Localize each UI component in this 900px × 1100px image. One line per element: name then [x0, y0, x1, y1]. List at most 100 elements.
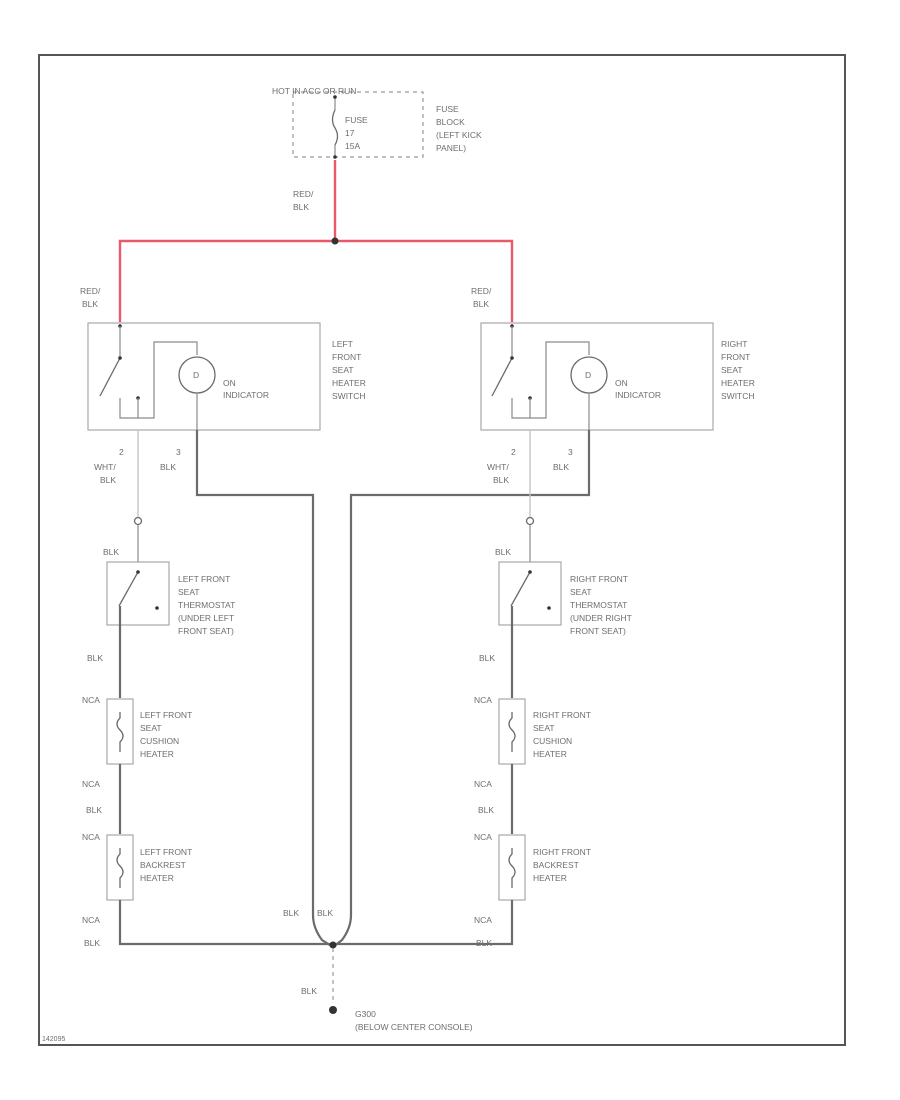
right-switch-name-line: HEATER: [721, 378, 755, 388]
left-thermostat-input-color: BLK: [103, 547, 119, 557]
ground-wire-color: BLK: [301, 986, 317, 996]
left-thermostat-name-line: LEFT FRONT: [178, 574, 230, 584]
right-indicator-glyph: D: [585, 370, 591, 380]
left-cushion-to-backrest-color: BLK: [86, 805, 102, 815]
right-thermostat-name-line: THERMOSTAT: [570, 600, 627, 610]
right-cushion-name-line: CUSHION: [533, 736, 572, 746]
left-heater-chain: WHT/ BLK BLK LEFT FRONT SEAT THERMOSTAT …: [82, 430, 333, 948]
right-backrest-heater-outline: [498, 834, 526, 901]
left-indicator-label-line: INDICATOR: [223, 390, 269, 400]
left-cushion-name-line: HEATER: [140, 749, 174, 759]
right-backrest-heater-element: [508, 848, 516, 888]
left-thermostat-feed-color-line: WHT/: [94, 462, 116, 472]
right-heater-ground-color: BLK: [476, 938, 492, 948]
left-pin3-wire-color: BLK: [160, 462, 176, 472]
right-thermostat-outline: [498, 561, 562, 626]
right-thermostat-name-line: RIGHT FRONT: [570, 574, 628, 584]
left-switch-pin-2: 2: [119, 447, 124, 457]
left-cushion-name-line: SEAT: [140, 723, 162, 733]
left-cushion-heater-outline: [106, 698, 134, 765]
left-heater-ground-wire: [118, 900, 333, 946]
diagram-frame: [38, 54, 846, 1046]
fuse-terminal-bottom: [333, 155, 337, 159]
right-switch-contact-point: [510, 356, 514, 360]
indicator-ground-wires: BLK BLK BLK BLK: [160, 430, 591, 948]
left-switch-contact-point: [118, 356, 122, 360]
ground-symbol: [329, 1006, 337, 1014]
fuse-block-outline: [292, 91, 424, 158]
fuse-block-name-line: BLOCK: [436, 117, 465, 127]
feed-wire-color-line: RED/: [293, 189, 314, 199]
right-switch-name-line: SEAT: [721, 365, 743, 375]
left-cushion-name-line: CUSHION: [140, 736, 179, 746]
right-thermostat-connector: [525, 516, 535, 526]
left-backrest-name-line: BACKREST: [140, 860, 186, 870]
left-switch-name-line: SEAT: [332, 365, 354, 375]
fuse-symbol: [331, 109, 339, 146]
right-cushion-out-connector-label: NCA: [474, 779, 492, 789]
right-cushion-to-backrest-color: BLK: [478, 805, 494, 815]
left-switch-name-line: FRONT: [332, 352, 361, 362]
fuse-block-name-line: (LEFT KICK: [436, 130, 482, 140]
left-switch-name-line: SWITCH: [332, 391, 366, 401]
left-switch-outline: [87, 322, 321, 431]
left-feed-color-line: BLK: [82, 299, 98, 309]
fuse-block: HOT IN ACC OR RUN FUSE 17 15A FUSE BLOCK…: [272, 86, 482, 159]
left-thermostat-output-color: BLK: [87, 653, 103, 663]
left-thermostat-contact: [118, 571, 139, 607]
right-ground-return-wire: [332, 430, 591, 948]
right-thermostat-output-color: BLK: [479, 653, 495, 663]
fuse-block-name-line: PANEL): [436, 143, 466, 153]
right-switch-name-line: RIGHT: [721, 339, 747, 349]
fuse-amperage: 15A: [345, 141, 360, 151]
right-backrest-name-line: HEATER: [533, 873, 567, 883]
left-backrest-connector-label: NCA: [82, 832, 100, 842]
right-thermostat-fixed-contact: [547, 606, 551, 610]
right-switch-outline: [480, 322, 714, 431]
left-indicator-glyph: D: [193, 370, 199, 380]
right-backrest-name-line: BACKREST: [533, 860, 579, 870]
left-thermostat-name-line: FRONT SEAT): [178, 626, 234, 636]
right-cushion-name-line: HEATER: [533, 749, 567, 759]
right-indicator-label-line: ON: [615, 378, 628, 388]
fuse-block-header: HOT IN ACC OR RUN: [272, 86, 356, 96]
right-thermostat-feed-color-line: BLK: [493, 475, 509, 485]
left-switch-internal: [119, 341, 198, 419]
right-cushion-name-line: SEAT: [533, 723, 555, 733]
left-seat-heater-switch: D ON INDICATOR LEFT FRONT SEAT HEATER SW…: [87, 322, 366, 457]
right-switch-pin-3: 3: [568, 447, 573, 457]
left-thermostat-feed-color-line: BLK: [100, 475, 116, 485]
left-thermostat-name-line: SEAT: [178, 587, 200, 597]
ground-splice: [329, 941, 337, 949]
right-thermostat-contact: [510, 571, 531, 607]
left-backrest-heater-element: [116, 848, 124, 888]
left-ground-return-wire: [195, 430, 334, 948]
right-feed-color-line: BLK: [473, 299, 489, 309]
right-pin3-wire-color: BLK: [553, 462, 569, 472]
left-backrest-name-line: LEFT FRONT: [140, 847, 192, 857]
right-switch-contact: [491, 357, 513, 397]
left-cushion-name-line: LEFT FRONT: [140, 710, 192, 720]
right-backrest-connector-label: NCA: [474, 832, 492, 842]
left-switch-name-line: HEATER: [332, 378, 366, 388]
left-thermostat-outline: [106, 561, 170, 626]
red-blk-feed: RED/ BLK RED/ BLK RED/ BLK: [80, 160, 514, 322]
left-backrest-heater-outline: [106, 834, 134, 901]
right-heater-ground-wire: [333, 900, 514, 946]
right-switch-name-line: SWITCH: [721, 391, 755, 401]
feed-splice: [331, 237, 339, 245]
right-backrest-name-line: RIGHT FRONT: [533, 847, 591, 857]
fuse-terminal-top: [333, 95, 337, 99]
left-thermostat-connector: [133, 516, 143, 526]
left-cushion-heater-element: [116, 712, 124, 752]
ground-g300: BLK G300 (BELOW CENTER CONSOLE): [301, 941, 473, 1032]
left-heater-ground-color: BLK: [84, 938, 100, 948]
ground-location: (BELOW CENTER CONSOLE): [355, 1022, 473, 1032]
feed-branch-wire: [118, 239, 514, 322]
right-thermostat-name-line: SEAT: [570, 587, 592, 597]
left-feed-color-line: RED/: [80, 286, 101, 296]
right-cushion-heater-element: [508, 712, 516, 752]
figure-code: 142095: [42, 1036, 65, 1043]
fuse-number: 17: [345, 128, 355, 138]
